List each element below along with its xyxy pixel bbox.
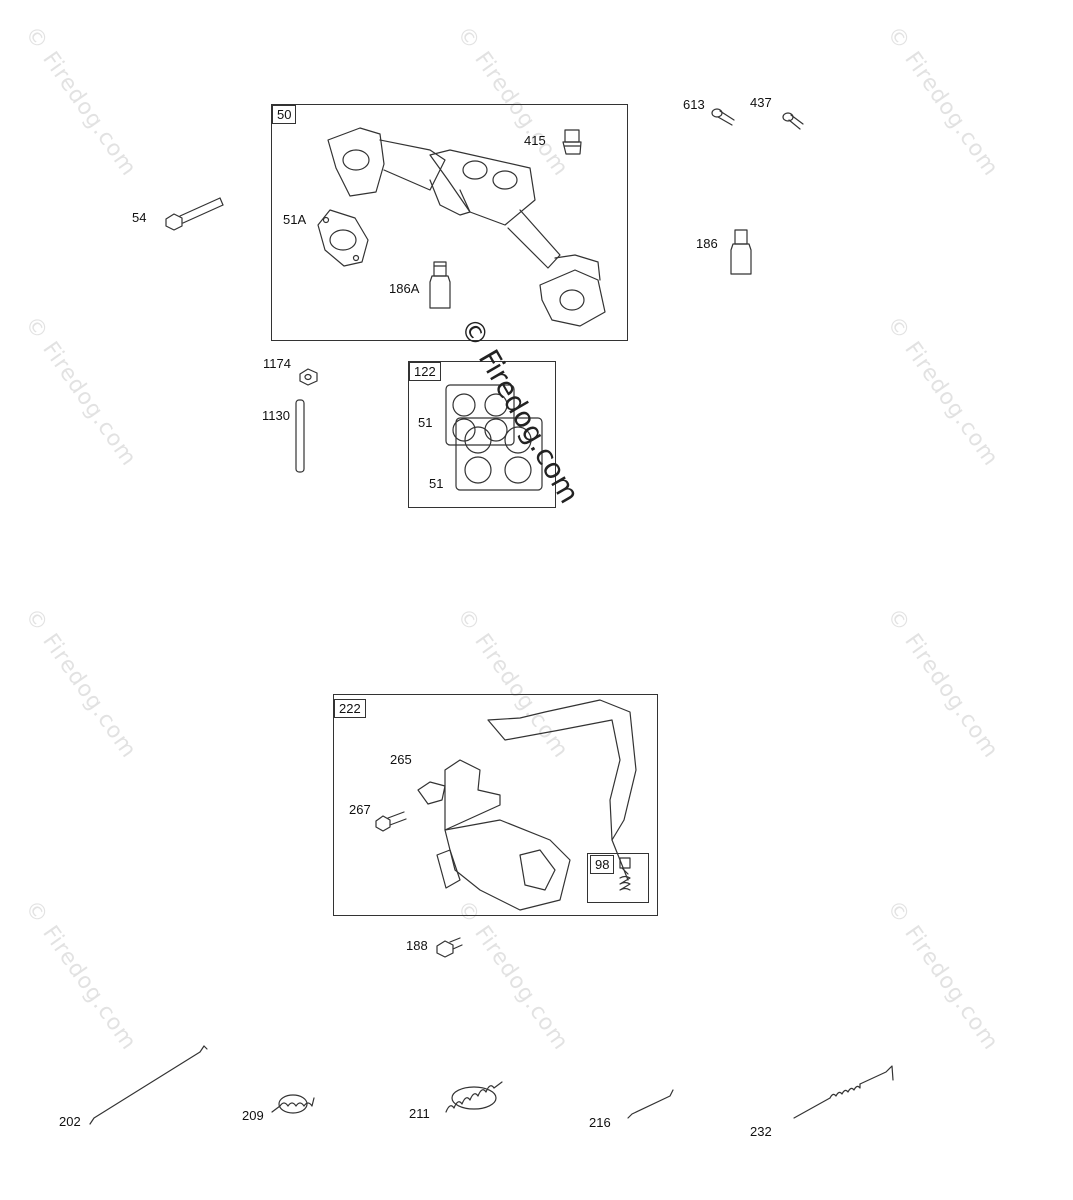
part-98-spring xyxy=(619,857,631,891)
part-54-bolt xyxy=(165,197,224,231)
part-label-265: 265 xyxy=(390,752,412,767)
group-label-122: 122 xyxy=(409,362,441,381)
part-415-plug xyxy=(562,129,582,155)
part-label-188: 188 xyxy=(406,938,428,953)
part-label-267: 267 xyxy=(349,802,371,817)
group-label-222: 222 xyxy=(334,699,366,718)
part-122-gaskets xyxy=(445,384,543,491)
part-label-211: 211 xyxy=(409,1106,430,1121)
part-211-spring xyxy=(445,1081,503,1113)
part-label-51: 51 xyxy=(429,476,444,491)
part-51A-gasket xyxy=(317,209,369,267)
part-1174-nut xyxy=(299,368,318,386)
part-label-437: 437 xyxy=(750,95,772,110)
part-209-spring xyxy=(271,1094,315,1114)
part-188-bolt xyxy=(436,937,463,958)
part-label-1174: 1174 xyxy=(263,356,291,371)
part-216-link xyxy=(627,1089,674,1119)
group-frame-50 xyxy=(271,104,628,341)
part-265-clip xyxy=(417,781,446,805)
part-label-216: 216 xyxy=(589,1115,611,1130)
group-label-98: 98 xyxy=(590,855,615,874)
part-267-screw xyxy=(375,811,407,832)
part-202-rod xyxy=(89,1045,208,1125)
group-label-50: 50 xyxy=(272,105,297,124)
group-frame-122 xyxy=(408,361,556,508)
part-label-415: 415 xyxy=(524,133,546,148)
part-50-manifold xyxy=(327,127,606,327)
part-label-186A: 186A xyxy=(389,281,420,296)
part-label-186: 186 xyxy=(696,236,718,251)
part-label-1130: 1130 xyxy=(262,408,290,423)
part-222-bracket xyxy=(436,699,637,911)
part-613-screw xyxy=(711,108,735,126)
part-label-209: 209 xyxy=(242,1108,264,1123)
part-label-51: 51 xyxy=(418,415,433,430)
part-label-613: 613 xyxy=(683,97,705,112)
part-label-202: 202 xyxy=(59,1114,81,1129)
part-186-fitting xyxy=(730,229,752,275)
part-label-51A: 51A xyxy=(283,212,307,227)
part-1130-rod xyxy=(295,399,305,473)
part-186A-fitting xyxy=(429,261,451,309)
part-label-232: 232 xyxy=(750,1124,772,1139)
part-437-screw xyxy=(782,112,804,130)
part-232-spring xyxy=(793,1065,894,1119)
part-label-54: 54 xyxy=(132,210,147,225)
group-frame-222 xyxy=(333,694,658,916)
